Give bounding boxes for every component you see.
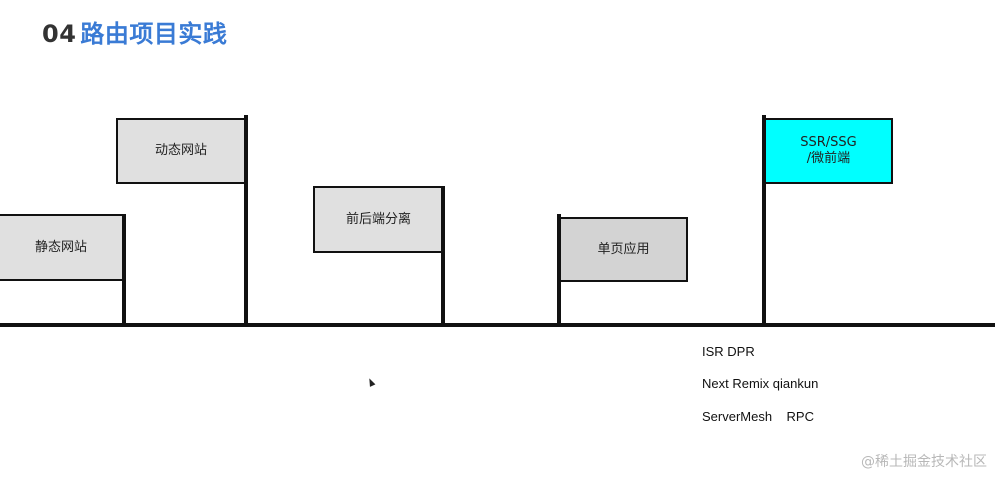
flag-label: 静态网站 [34,239,87,255]
slide-title-text: 路由项目实践 [80,20,228,48]
flag-spa: 单页应用 [559,217,688,282]
timeline-baseline [0,323,995,327]
flag-label: SSR/SSG /微前端 [800,135,857,166]
flag-pole [441,186,445,324]
slide-number: 04 [42,20,77,48]
flag-pole [244,115,248,324]
tech-note-2: Next Remix qiankun [702,376,819,391]
flag-label: 动态网站 [154,143,207,158]
flag-ssr-ssg: SSR/SSG /微前端 [764,118,893,184]
mouse-cursor-icon [366,377,376,387]
tech-note-3: ServerMesh RPC [702,409,814,424]
watermark: @稀土掘金技术社区 [861,454,987,470]
tech-note-1: ISR DPR [702,344,755,359]
flag-pole [122,214,126,324]
flag-fe-be-separation: 前后端分离 [313,186,444,253]
flag-label: 前后端分离 [345,211,411,227]
flag-static-site: 静态网站 [0,214,124,281]
flag-dynamic-site: 动态网站 [116,118,246,184]
flag-label: 单页应用 [597,241,650,257]
flag-pole [762,115,766,324]
